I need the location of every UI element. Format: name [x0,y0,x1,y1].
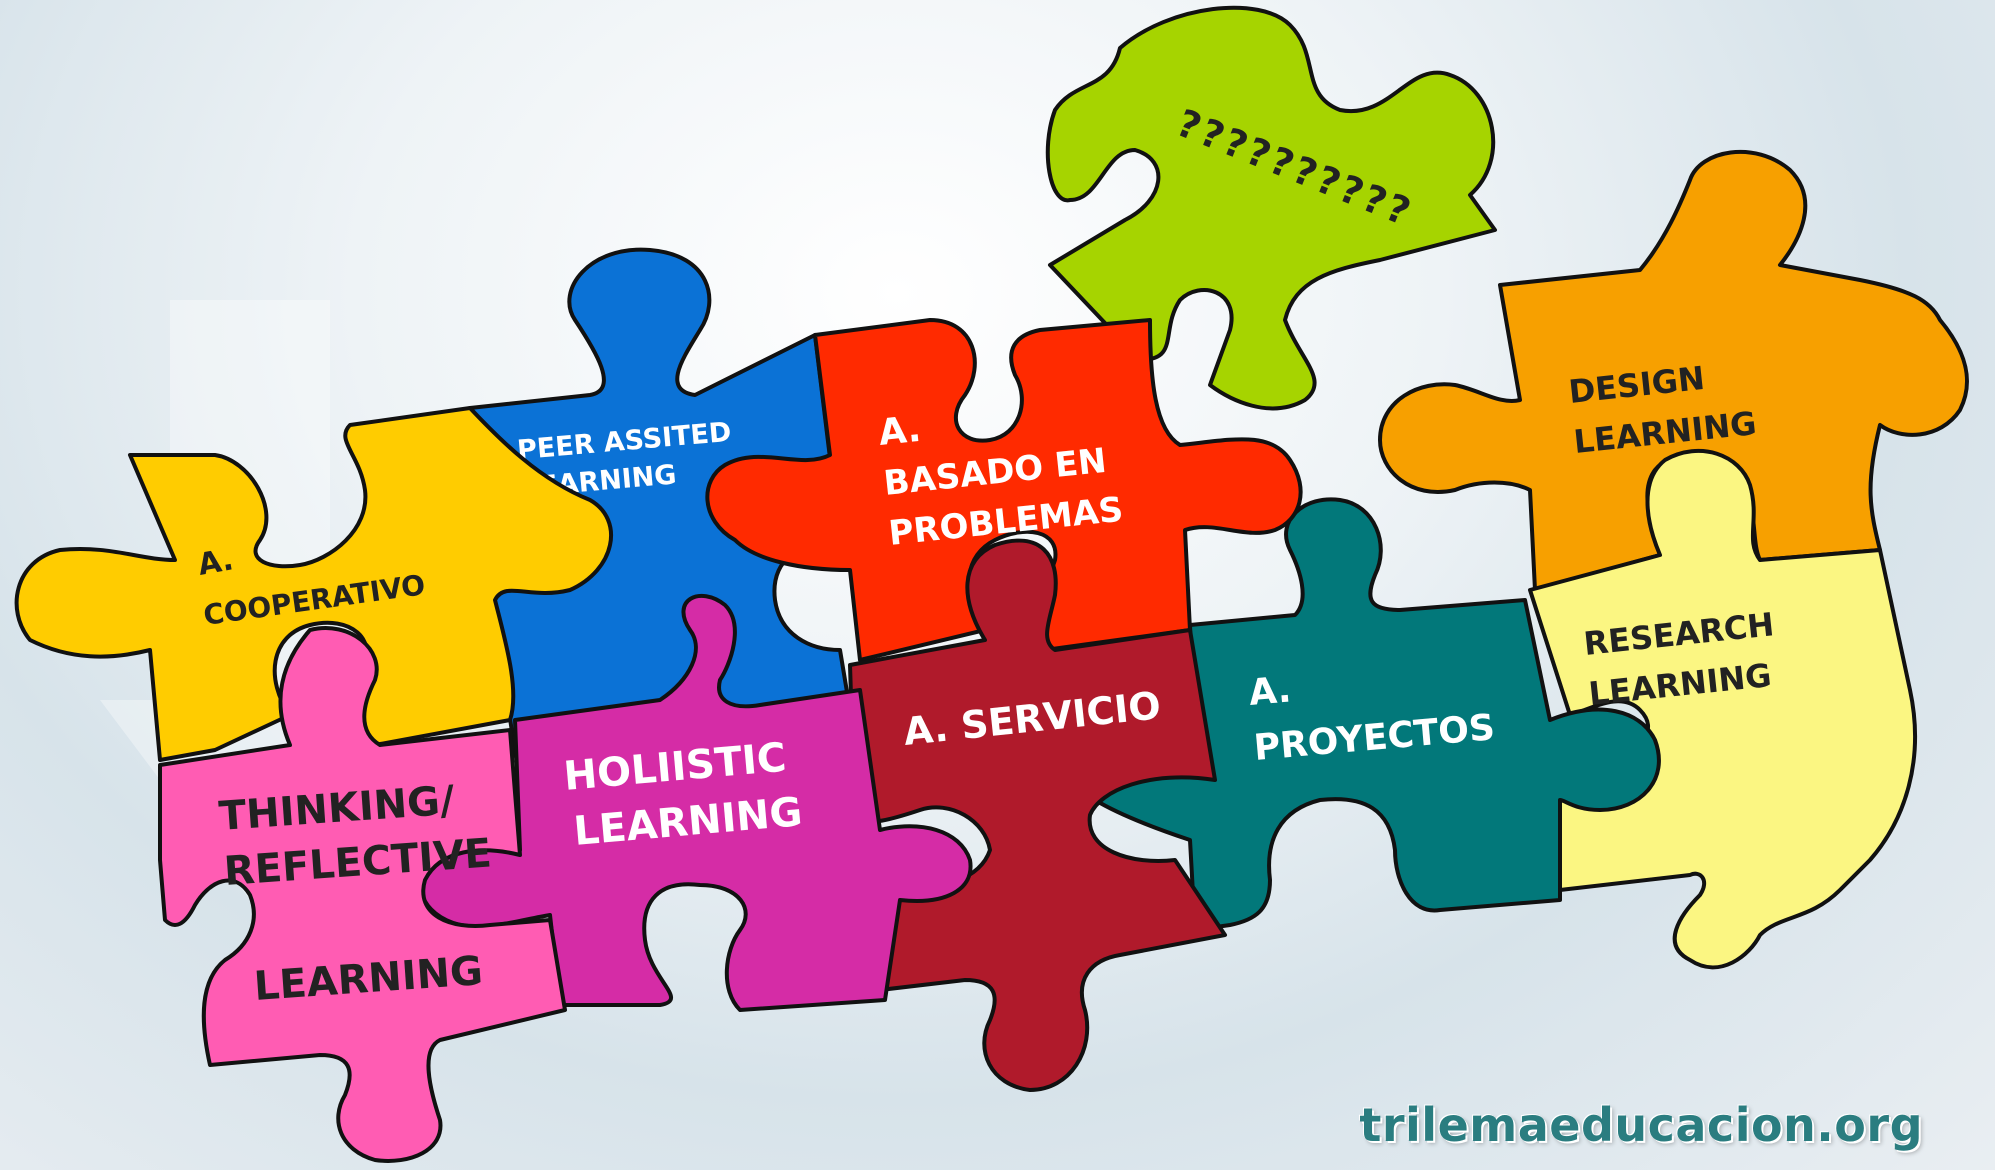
label-proyectos-line1: A. [1247,669,1293,714]
puzzle-piece-cooperativo-shape [14,406,614,762]
label-cooperativo-line1: A. [195,542,236,583]
puzzle-piece-design-shape [1378,149,1969,592]
puzzle-piece-unknown: ?????????? [1045,5,1497,411]
watermark-url: trilemaeducacion.org [1359,1098,1923,1152]
puzzle-piece-servicio: A. SERVICIO [848,538,1227,1092]
puzzle-piece-thinking-shape [158,626,567,1163]
label-basado-line1: A. [877,409,923,454]
puzzle-piece-holistic: HOLIISTIC LEARNING [418,594,973,1012]
puzzle-piece-servicio-shape [848,538,1227,1092]
puzzle-piece-peer-assisted: PEER ASSITED LEARNING [463,247,862,802]
puzzle-piece-design: DESIGN LEARNING [1378,149,1969,592]
puzzle-piece-cooperativo: A. COOPERATIVO [14,406,614,762]
puzzle-piece-basado: A. BASADO EN PROBLEMAS [705,318,1303,662]
puzzle-piece-basado-shape [705,318,1303,662]
puzzle-piece-unknown-shape [1045,5,1497,411]
puzzle-piece-proyectos: A. PROYECTOS [1089,497,1661,932]
puzzle-piece-proyectos-shape [1089,497,1661,932]
puzzle-piece-research: RESEARCH LEARNING [1528,449,1918,970]
